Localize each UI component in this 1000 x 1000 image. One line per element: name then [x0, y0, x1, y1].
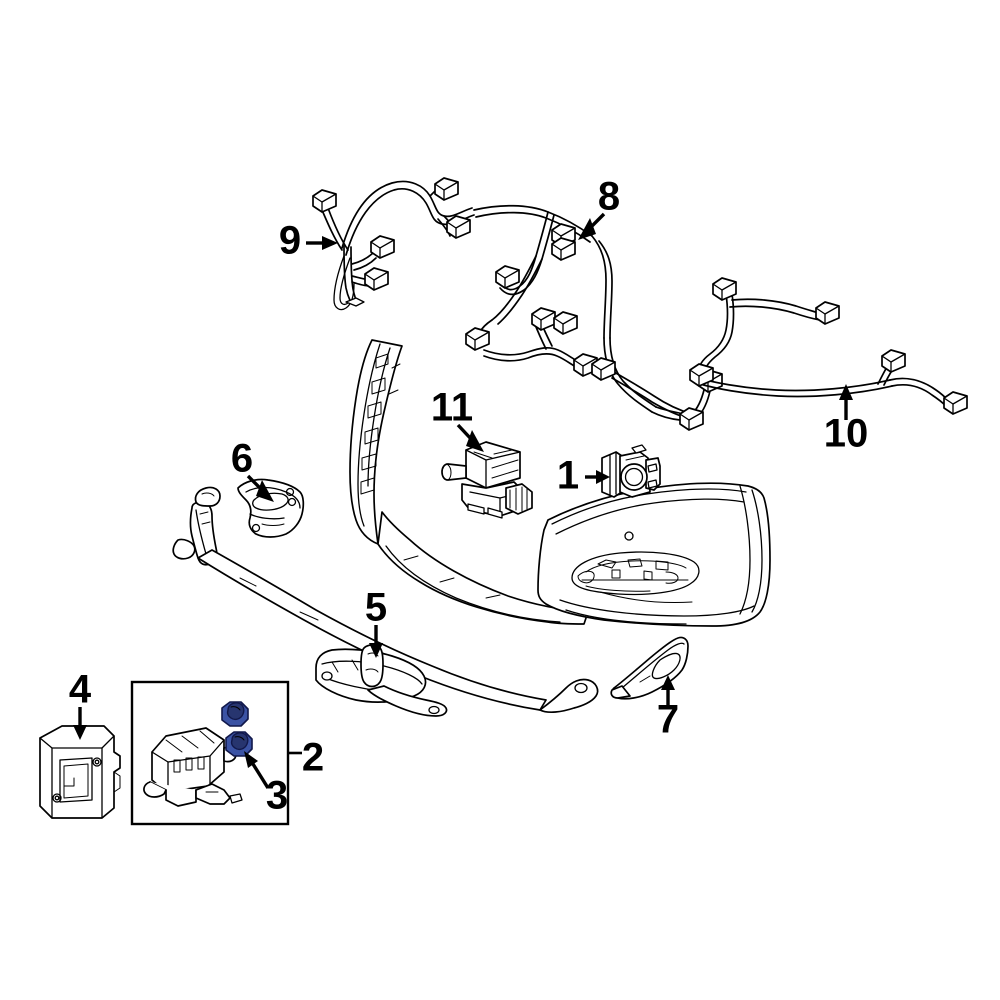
- part-flange-nut-upper: [221, 701, 249, 727]
- part-control-module: [39, 725, 121, 819]
- callout-number-10: 10: [824, 412, 869, 456]
- part-main-wire-harness: [312, 177, 723, 431]
- callout-number-2: 2: [302, 736, 324, 780]
- harness-connector: [434, 177, 459, 201]
- harness-connector: [815, 301, 840, 325]
- callout-numbers: 1 2 3 4 5 6 7 8 9 10 11: [69, 175, 868, 818]
- callout-number-4: 4: [69, 668, 92, 712]
- harness-connector: [689, 363, 714, 387]
- harness-connector: [364, 267, 389, 291]
- harness-connector: [465, 327, 490, 351]
- part-sensor-module: [143, 727, 243, 807]
- harness-connector: [943, 391, 968, 415]
- callout-number-11: 11: [431, 386, 473, 430]
- part-front-bumper-cover: [349, 339, 771, 627]
- part-distance-sensor-module: [441, 441, 533, 519]
- part-flange-nut-lower: [225, 731, 253, 757]
- harness-connector: [679, 407, 704, 431]
- part-park-assist-sensor: [601, 444, 661, 498]
- harness-connector: [881, 349, 906, 373]
- callout-number-6: 6: [231, 437, 253, 481]
- harness-connector: [551, 237, 576, 261]
- harness-connector: [591, 357, 616, 381]
- part-secondary-wire-harness: [689, 277, 968, 415]
- harness-connector: [553, 311, 578, 335]
- harness-connector: [446, 215, 471, 239]
- callout-number-3: 3: [266, 774, 288, 818]
- harness-connector: [495, 265, 520, 289]
- callout-number-7: 7: [657, 698, 679, 742]
- harness-connector: [531, 307, 556, 331]
- harness-connector: [712, 277, 737, 301]
- callout-number-1: 1: [557, 454, 579, 498]
- callout-number-9: 9: [279, 219, 301, 263]
- callout-leaders: [73, 212, 853, 789]
- harness-connector: [370, 235, 395, 259]
- part-side-bracket: [237, 478, 305, 538]
- part-lower-brace: [610, 636, 689, 700]
- harness-connector: [312, 189, 337, 213]
- callout-number-5: 5: [365, 586, 387, 630]
- callout-number-8: 8: [598, 175, 620, 219]
- part-harness-branch-connector: [333, 235, 395, 311]
